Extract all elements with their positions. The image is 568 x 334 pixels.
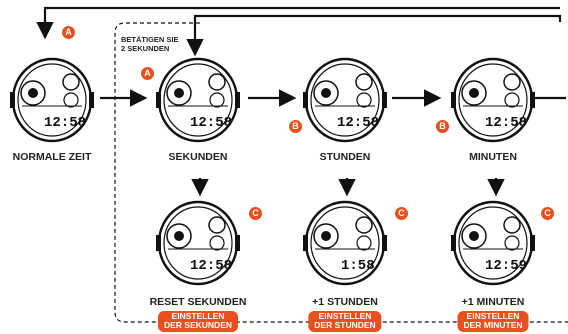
label-reset-seconds: RESET SEKUNDEN [149,296,247,308]
press-hint-line2: 2 SEKUNDEN [121,44,170,53]
watch-plus-minute: 12:59 [449,200,537,286]
feedback-line-a [36,6,560,40]
button-b-badge-hours: B [289,120,302,133]
action-set-minutes-line1: EINSTELLEN [466,311,520,321]
watch-plus-hour-time: 1:58 [341,258,375,274]
watch-plus-hour: 1:58 [301,200,389,286]
label-normal: NORMALE ZEIT [12,151,92,163]
button-b-badge-minutes: B [436,120,449,133]
watch-hours: 12:58 [301,57,389,143]
watch-seconds-time: 12:58 [190,115,232,131]
label-plus-hour: +1 STUNDEN [312,296,378,308]
watch-normal: 12:58 [8,57,96,143]
action-set-minutes: EINSTELLEN DER MINUTEN [457,311,529,332]
action-set-minutes-line2: DER MINUTEN [463,320,523,330]
watch-minutes-time: 12:58 [485,115,527,131]
action-set-seconds: EINSTELLEN DER SEKUNDEN [157,311,239,332]
action-set-hours-line2: DER STUNDEN [314,320,376,330]
label-minutes: MINUTEN [469,151,517,163]
watch-reset-time: 12:58 [190,258,232,274]
button-c-badge-seconds: C [249,207,262,220]
watch-hours-time: 12:58 [337,115,379,131]
label-plus-minute: +1 MINUTEN [461,296,525,308]
button-a-badge-top: A [62,26,75,39]
press-hint-line1: BETÄTIGEN SIE [121,35,179,44]
action-set-seconds-line1: EINSTELLEN [171,311,225,321]
action-set-hours: EINSTELLEN DER STUNDEN [308,311,382,332]
watch-reset-seconds: 12:58 [154,200,242,286]
action-set-hours-line1: EINSTELLEN [318,311,372,321]
watch-seconds: 12:58 [154,57,242,143]
feedback-line-b [186,14,562,57]
label-hours: STUNDEN [319,151,371,163]
watch-minutes: 12:58 [449,57,537,143]
watch-normal-time: 12:58 [44,115,86,131]
label-seconds: SEKUNDEN [168,151,228,163]
press-hint: BETÄTIGEN SIE 2 SEKUNDEN [121,35,179,53]
button-c-badge-minutes: C [541,207,554,220]
button-a-badge: A [141,67,154,80]
button-c-badge-hours: C [395,207,408,220]
watch-plus-minute-time: 12:59 [485,258,527,274]
dashed-region [114,22,568,323]
action-set-seconds-line2: DER SEKUNDEN [163,320,233,330]
